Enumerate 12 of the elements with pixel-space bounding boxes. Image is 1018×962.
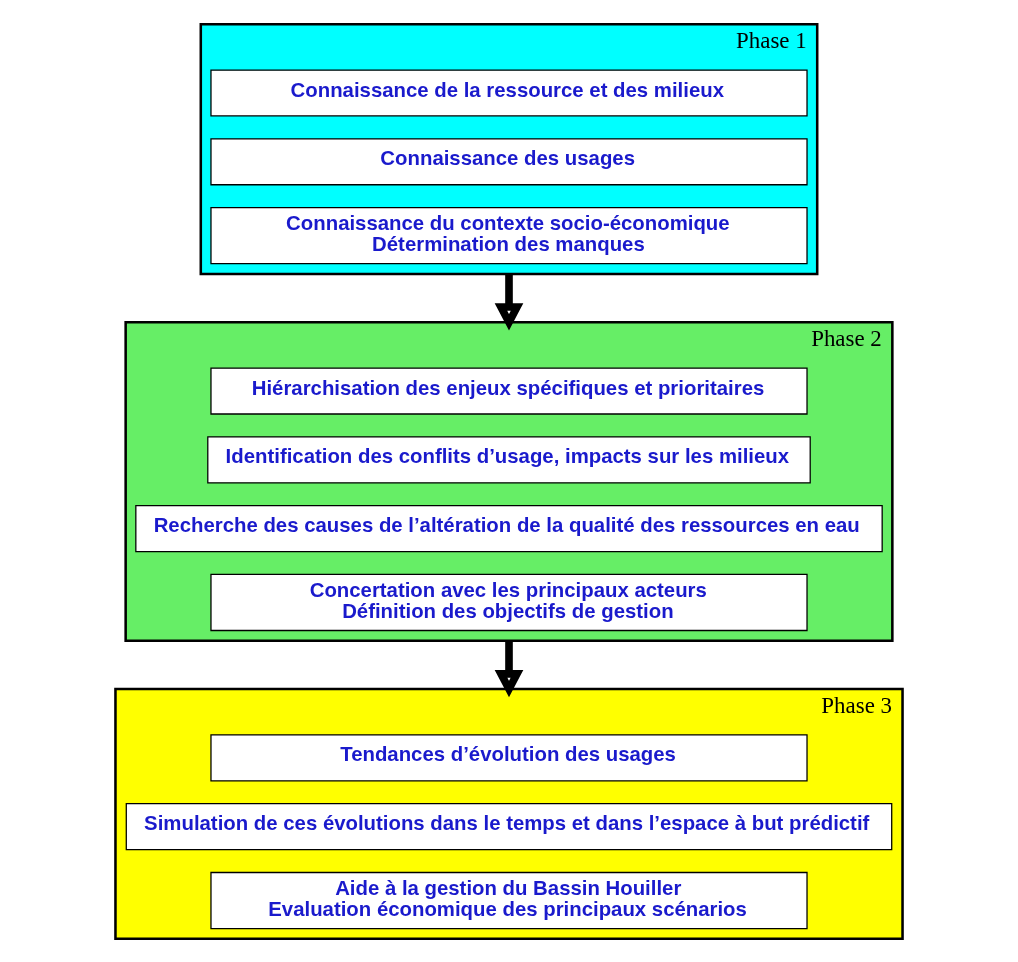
- node-box: Connaissance des usages: [210, 137, 808, 185]
- node-box: Tendances d’évolution des usages: [210, 733, 808, 781]
- arrow: [494, 640, 524, 697]
- node-box: Hiérarchisation des enjeux spécifiques et prioritaires: [210, 367, 808, 415]
- node-box: Connaissance du contexte socio-économique Détermination des manques: [210, 206, 808, 264]
- node-box: Concertation avec les principaux acteurs Définition des objectifs de gestion: [210, 573, 808, 631]
- arrow: [494, 273, 524, 330]
- node-box: Identification des conflits d’usage, impacts sur les milieux: [207, 435, 811, 483]
- node-box: Aide à la gestion du Bassin Houiller Evaluation économique des principaux scénarios: [210, 871, 808, 929]
- node-box: Recherche des causes de l’altération de la qualité des ressources en eau: [135, 504, 883, 552]
- node-box: Connaissance de la ressource et des milieux: [210, 69, 808, 117]
- node-box: Simulation de ces évolutions dans le temps et dans l’espace à but prédictif: [125, 802, 893, 850]
